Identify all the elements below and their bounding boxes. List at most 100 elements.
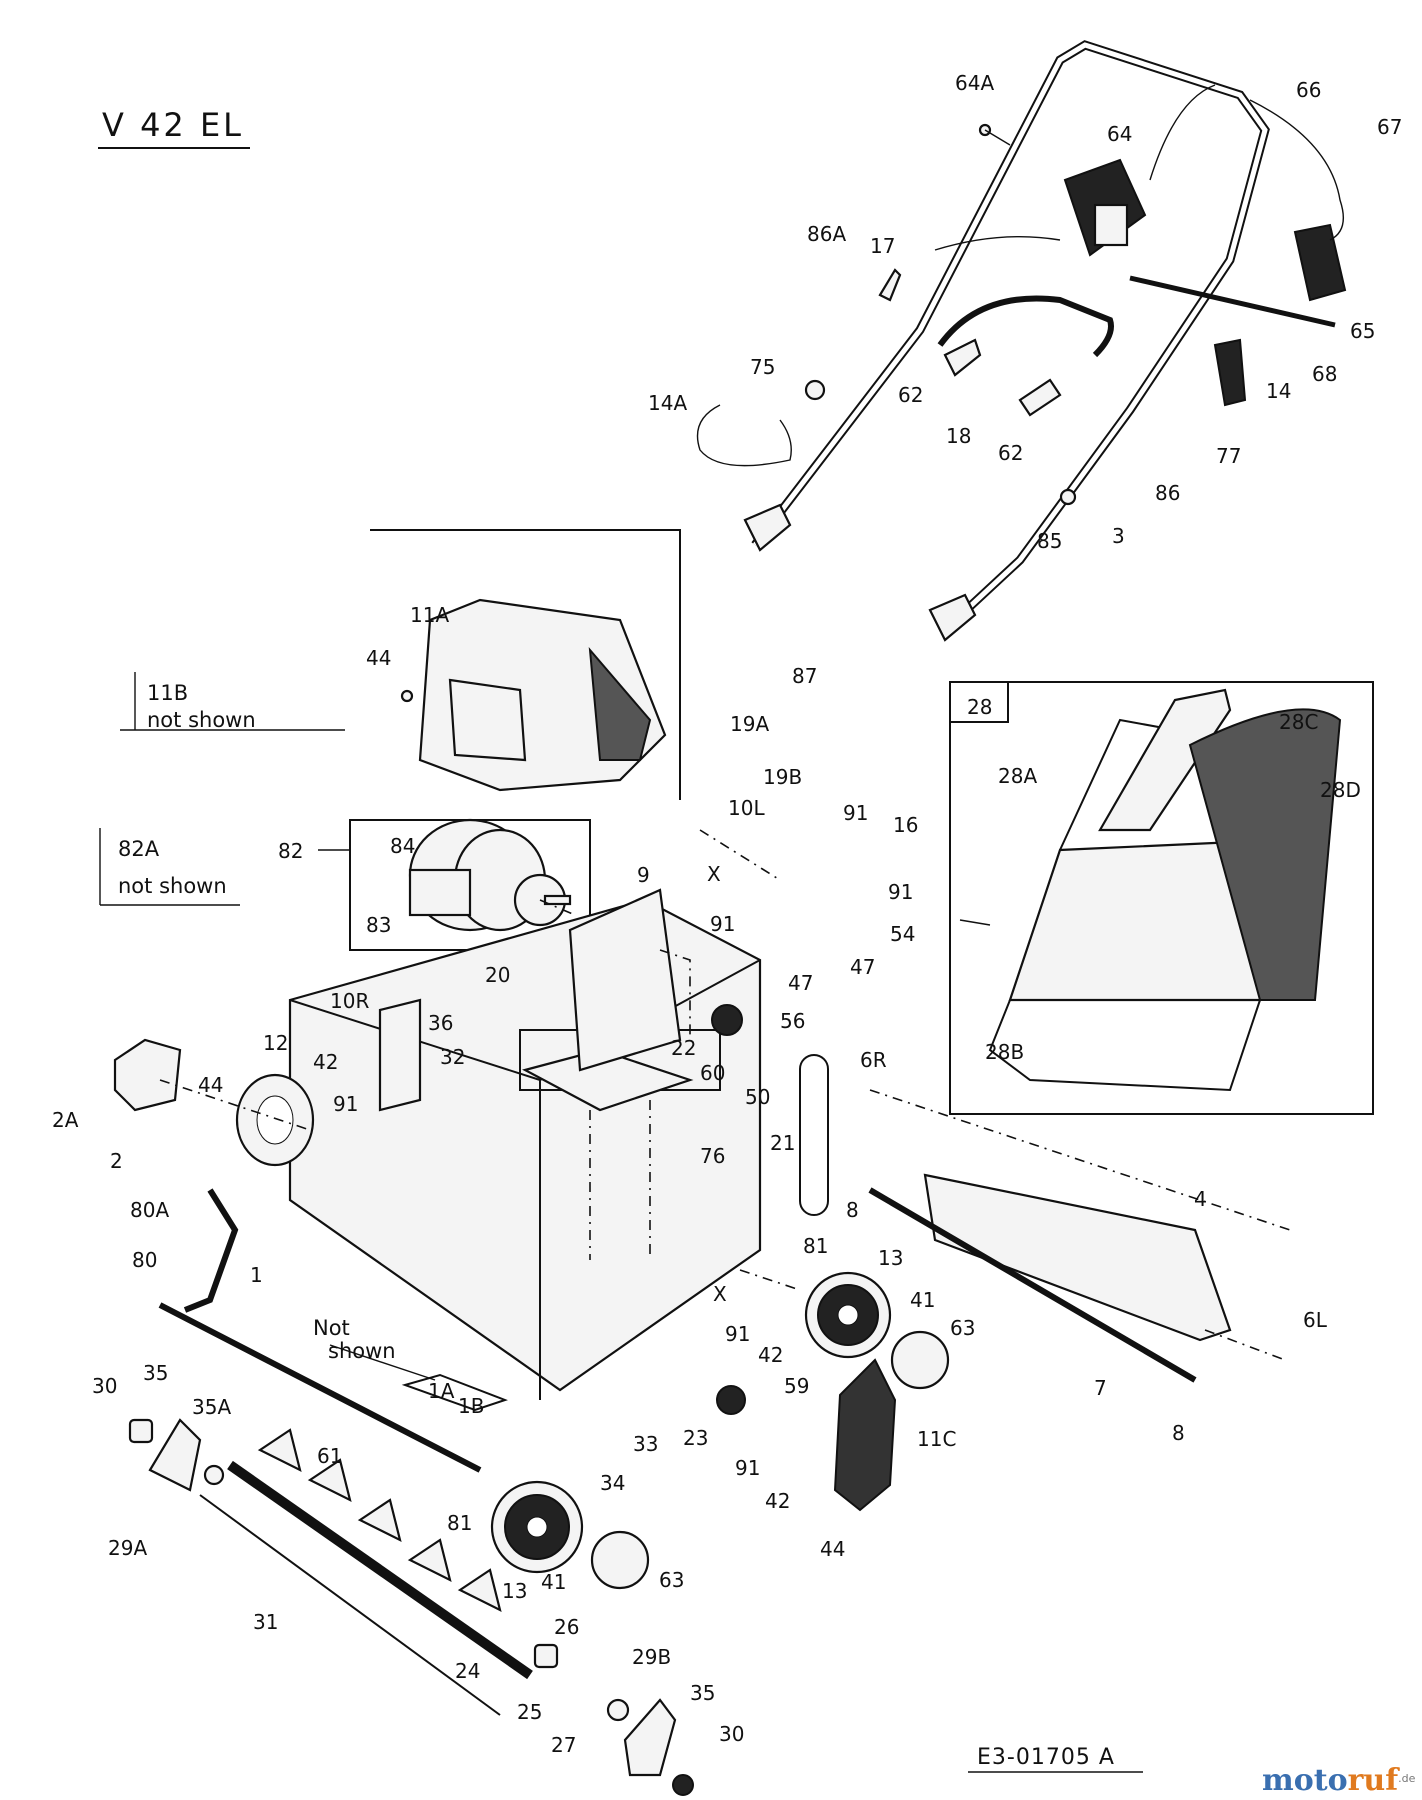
end-bearings <box>128 1418 694 1796</box>
hubcap-63-front <box>590 1530 650 1590</box>
callout: 4 <box>1194 1187 1207 1211</box>
callout: 31 <box>253 1610 278 1634</box>
callout: 81 <box>447 1511 472 1535</box>
cable-clip-14A <box>696 404 792 467</box>
callout: 1 <box>250 1263 263 1287</box>
callout: 35 <box>143 1361 168 1385</box>
watermark-logo: motoruf.de <box>1262 1763 1416 1798</box>
rear-axle <box>868 1187 1197 1383</box>
callout: 68 <box>1312 362 1337 386</box>
callout: 36 <box>428 1011 453 1035</box>
callout: 56 <box>780 1009 805 1033</box>
callout: X <box>707 862 721 886</box>
note-not-shown-1: Not <box>313 1316 350 1340</box>
callout: 47 <box>788 971 813 995</box>
callout: 26 <box>554 1615 579 1639</box>
callout: 44 <box>198 1073 223 1097</box>
callout: 12 <box>263 1031 288 1055</box>
callout: 54 <box>890 922 915 946</box>
watermark-part2: ruf <box>1348 1763 1401 1798</box>
callout: 63 <box>659 1568 684 1592</box>
height-adjuster-80a <box>183 1188 239 1313</box>
callout: X <box>713 1282 727 1306</box>
callout: 91 <box>888 880 913 904</box>
callout: 1B <box>458 1394 484 1418</box>
callout: 91 <box>735 1456 760 1480</box>
callout: 19A <box>730 712 769 736</box>
callout: 84 <box>390 834 415 858</box>
callout: 59 <box>784 1374 809 1398</box>
callout: 17 <box>870 234 895 258</box>
callout: 82 <box>278 839 303 863</box>
callout: 80A <box>130 1198 169 1222</box>
callout: 86A <box>807 222 846 246</box>
callout: 44 <box>820 1537 845 1561</box>
callout: 87 <box>792 664 817 688</box>
drive-belt <box>799 1054 829 1216</box>
wheel-13-rear <box>804 1271 892 1359</box>
callout: 24 <box>455 1659 480 1683</box>
callout: 29B <box>632 1645 671 1669</box>
callout: 67 <box>1377 115 1402 139</box>
callout: 64A <box>955 71 994 95</box>
callout: 65 <box>1350 319 1375 343</box>
callout: 8 <box>846 1198 859 1222</box>
motor <box>318 818 591 951</box>
callout: 42 <box>758 1343 783 1367</box>
motor-plate <box>522 1048 694 1112</box>
callout: 62 <box>898 383 923 407</box>
callout: 25 <box>517 1700 542 1724</box>
callout: 2A <box>52 1108 79 1132</box>
callout: 28C <box>1279 710 1318 734</box>
callout: 6R <box>860 1048 887 1072</box>
callout: 35 <box>690 1681 715 1705</box>
hubcap-63-rear <box>890 1330 950 1390</box>
callout-labels: 64A 66 67 64 86A 17 65 68 14 75 14A 62 1… <box>52 71 1402 1757</box>
callout: 61 <box>317 1444 342 1468</box>
model-title: V 42 EL <box>102 106 244 144</box>
note-82a-label: 82A <box>118 837 160 861</box>
callout: 2 <box>110 1149 123 1173</box>
pulley-22 <box>711 1004 743 1036</box>
drawing-code: E3-01705 A <box>977 1745 1115 1770</box>
callout: 14 <box>1266 379 1291 403</box>
callout: 76 <box>700 1144 725 1168</box>
wheel-13-front <box>490 1480 584 1574</box>
callout: 13 <box>878 1246 903 1270</box>
callout: 16 <box>893 813 918 837</box>
callout: 28A <box>998 764 1037 788</box>
callout: 44 <box>366 646 391 670</box>
watermark-part1: moto <box>1262 1763 1348 1798</box>
note-not-shown-2: shown <box>328 1339 396 1363</box>
callout: 75 <box>750 355 775 379</box>
callout: 91 <box>725 1322 750 1346</box>
callout: 47 <box>850 955 875 979</box>
callout: 28B <box>985 1040 1024 1064</box>
callout: 6L <box>1303 1308 1328 1332</box>
callout: 91 <box>333 1092 358 1116</box>
motor-bracket <box>568 888 682 1072</box>
callout: 29A <box>108 1536 147 1560</box>
callout: 34 <box>600 1471 625 1495</box>
tine-shaft <box>199 1428 533 1716</box>
callout: 3 <box>1112 524 1125 548</box>
grass-catcher-box <box>949 681 1374 1115</box>
callout: 83 <box>366 913 391 937</box>
note-11b-label: 11B <box>147 681 188 705</box>
front-hubcap-2 <box>113 1038 182 1112</box>
callout: 30 <box>719 1722 744 1746</box>
callout: 42 <box>313 1050 338 1074</box>
callout: 86 <box>1155 481 1180 505</box>
callout: 9 <box>637 863 650 887</box>
callout: 7 <box>1094 1376 1107 1400</box>
callout: 80 <box>132 1248 157 1272</box>
handle-assembly <box>696 40 1347 642</box>
callout: 50 <box>745 1085 770 1109</box>
callout: 10L <box>728 796 765 820</box>
callout: 42 <box>765 1489 790 1513</box>
side-cover-11c <box>833 1358 897 1512</box>
callout: 23 <box>683 1426 708 1450</box>
callout: 13 <box>502 1579 527 1603</box>
callout: 8 <box>1172 1421 1185 1445</box>
